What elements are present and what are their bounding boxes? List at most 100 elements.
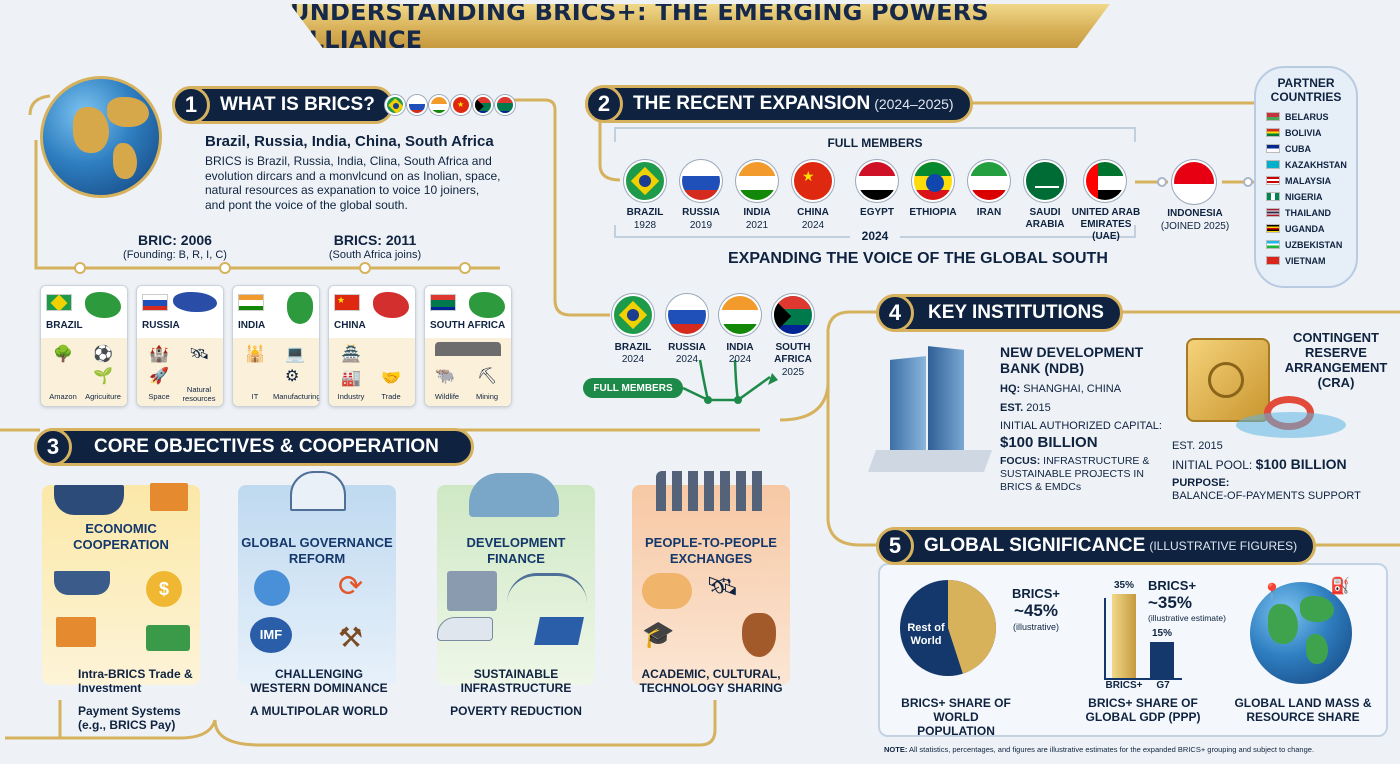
gdp-bar-g7	[1150, 642, 1174, 678]
india-map-icon	[287, 292, 313, 324]
section-subtitle: (ILLUSTRATIVE FIGURES)	[1149, 539, 1298, 553]
refresh-arrows-icon: ⟳	[338, 570, 364, 603]
china-map-icon	[373, 292, 409, 318]
pop-brics-label: BRICS+	[1011, 586, 1061, 601]
card-item-label: IT	[251, 392, 259, 401]
partner-name: UZBEKISTAN	[1285, 240, 1343, 250]
flag-russia-icon	[142, 294, 168, 311]
member-name: RUSSIA	[682, 207, 720, 218]
card-item-label: Agricuiture	[85, 392, 121, 401]
flag-bolivia-icon	[1266, 128, 1280, 137]
objective-line: SUSTAINABLE INFRASTRUCTURE	[460, 667, 572, 695]
country-name: SOUTH AFRICA	[430, 320, 506, 331]
member-name: SOUTH AFRICA	[774, 342, 812, 365]
member-year: 2025	[781, 367, 805, 378]
great-wall-icon: 🏯	[341, 346, 361, 363]
flag-brazil-icon	[46, 294, 72, 311]
objective-title: PEOPLE-TO-PEOPLE EXCHANGES	[645, 535, 777, 566]
partner-name: BELARUS	[1285, 112, 1329, 122]
partner-name: CUBA	[1285, 144, 1311, 154]
ndb-capital-value: $100 BILLION	[1000, 434, 1098, 451]
card-item-label: Amazon	[49, 392, 77, 401]
flag-vietnam-icon	[1266, 256, 1280, 265]
full-members-label: FULL MEMBERS	[800, 136, 950, 150]
flag-indonesia-icon	[1172, 160, 1216, 204]
container-icon	[150, 483, 188, 511]
flag-belarus-icon	[1266, 112, 1280, 121]
ndb-name: NEW DEVELOPMENT BANK (NDB)	[1000, 344, 1144, 376]
ndb-hq-value: SHANGHAI, CHINA	[1023, 383, 1122, 395]
member-year: 2021	[745, 220, 769, 231]
objective-line: ACADEMIC, CULTURAL, TECHNOLOGY SHARING	[639, 667, 783, 695]
flag-south-africa-icon	[473, 95, 493, 115]
section-subtitle: (2024–2025)	[874, 96, 954, 112]
section-number: 2	[585, 85, 623, 123]
ndb-focus-label: FOCUS:	[1000, 455, 1041, 467]
full-members-button[interactable]: FULL MEMBERS	[583, 378, 683, 398]
expansion-tagline: EXPANDING THE VOICE OF THE GLOBAL SOUTH	[728, 250, 1108, 267]
member-name: INDIA	[726, 342, 754, 353]
buffalo-icon: 🐃	[435, 368, 455, 385]
footnote: NOTE: All statistics, percentages, and f…	[884, 745, 1314, 754]
flag-nigeria-icon	[1266, 192, 1280, 201]
bric-2006-label: BRIC: 2006	[138, 232, 212, 248]
gdp-bar-g7-label: 15%	[1151, 628, 1172, 639]
bric-2006-sub: (Founding: B, R, I, C)	[123, 249, 227, 261]
gdp-note: (illustrative estimate)	[1148, 613, 1226, 623]
member-name: INDIA	[743, 207, 771, 218]
cra-est: EST. 2015	[1172, 440, 1223, 452]
card-item-label: Mining	[475, 392, 499, 401]
section-title: CORE OBJECTIVES & COOPERATION	[94, 436, 439, 457]
member-name: ETHIOPIA	[909, 207, 957, 218]
title-banner: UNDERSTANDING BRICS+: THE EMERGING POWER…	[290, 4, 1110, 48]
currency-exchange-icon: $	[146, 571, 182, 607]
flag-south-africa-icon	[772, 294, 814, 336]
population-pie-chart	[900, 580, 996, 676]
pop-brics-value: ~45%	[1014, 601, 1058, 620]
taj-mahal-icon: 🕌	[245, 346, 265, 363]
ndb-focus-value: INFRASTRUCTURE & SUSTAINABLE PROJECTS IN…	[1000, 455, 1150, 493]
objective-development-finance: DEVELOPMENT FINANCE SUSTAINABLE INFRASTR…	[437, 473, 595, 718]
year-2024-label: 2024	[850, 229, 900, 243]
tree-icon: 🌳	[53, 346, 73, 363]
member-year: 2024	[728, 354, 752, 365]
country-name: BRAZIL	[46, 320, 83, 331]
flag-brazil-icon	[612, 294, 654, 336]
train-icon	[437, 617, 493, 641]
partner-item: THAILAND	[1266, 208, 1331, 218]
country-name: CHINA	[334, 320, 366, 331]
country-card-india: INDIA 🕌 💻 ⚙ IT Manufacturing	[232, 285, 320, 407]
ndb-hq-label: HQ:	[1000, 383, 1021, 395]
partner-name: KAZAKHSTAN	[1285, 160, 1347, 170]
solar-panel-icon	[534, 617, 584, 645]
partner-countries-panel: PARTNER COUNTRIES BELARUS BOLIVIA CUBA K…	[1254, 66, 1358, 288]
card-item-label: Manufacturing	[273, 392, 320, 401]
member-year: (JOINED 2025)	[1160, 221, 1230, 232]
flag-iran-icon	[968, 160, 1010, 202]
member-year: 1928	[633, 220, 657, 231]
flag-china-icon: ★	[792, 160, 834, 202]
gear-icon: ⚙	[285, 368, 300, 385]
objective-line: POVERTY REDUCTION	[450, 704, 582, 718]
card-item-label: Trade	[381, 392, 401, 401]
gdp-brics-label: BRICS+	[1148, 578, 1197, 593]
cra-pool-label: INITIAL POOL:	[1172, 458, 1253, 472]
flag-south-africa-icon	[495, 95, 515, 115]
ndb-capital-label: INITIAL AUTHORIZED CAPITAL:	[1000, 420, 1162, 432]
brics-2011-sub: (South Africa joins)	[328, 249, 422, 261]
country-card-south-africa: SOUTH AFRICA 🐃 ⛏ Wildlife Mining	[424, 285, 512, 407]
flag-china-icon: ★	[451, 95, 471, 115]
page-title: UNDERSTANDING BRICS+: THE EMERGING POWER…	[290, 0, 989, 54]
handshake-icon: 🤝	[381, 370, 401, 387]
pop-caption: BRICS+ SHARE OF WORLD POPULATION	[901, 696, 1011, 738]
table-mountain-icon	[435, 342, 501, 356]
cra-name: CONTINGENT RESERVE ARRANGEMENT (CRA)	[1284, 330, 1388, 390]
ship-icon	[54, 571, 110, 595]
gdp-bar-brics	[1112, 594, 1136, 678]
objective-title: DEVELOPMENT FINANCE	[466, 535, 566, 566]
objective-governance-reform: GLOBAL GOVERNANCE REFORM ⟳ IMF ⚒ CHALLEN…	[238, 471, 396, 718]
partner-name: MALAYSIA	[1285, 176, 1332, 186]
power-plant-icon	[447, 571, 497, 611]
section-what-is-brics-header: 1 WHAT IS BRICS?	[172, 86, 394, 124]
flag-india-icon	[429, 95, 449, 115]
